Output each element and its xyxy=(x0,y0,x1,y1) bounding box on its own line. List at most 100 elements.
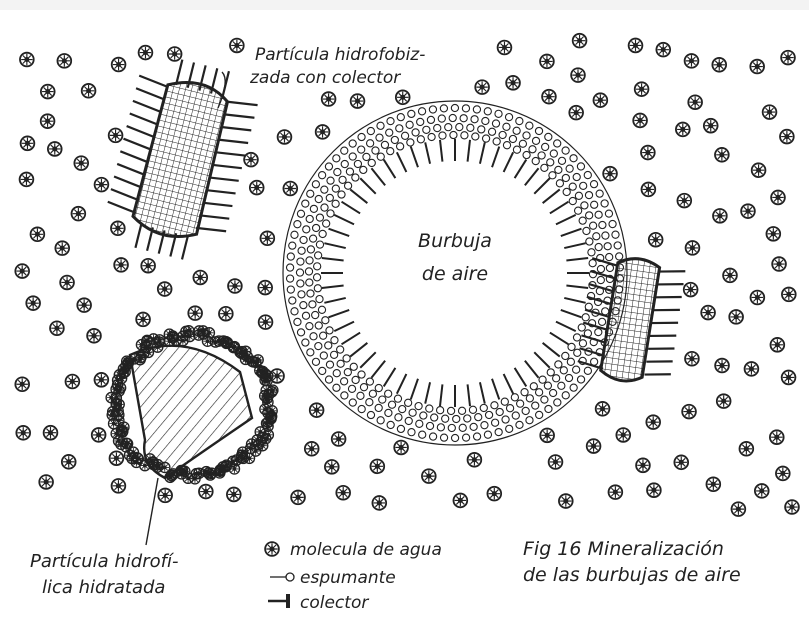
legend-frother: espumante xyxy=(300,568,396,588)
frother-molecule xyxy=(319,367,326,374)
water-molecule-icon xyxy=(278,130,292,144)
frother-molecule xyxy=(567,358,574,365)
water-molecule-icon xyxy=(540,55,554,69)
frother-molecule xyxy=(541,164,548,171)
water-molecule-icon xyxy=(771,338,785,352)
frother-molecule xyxy=(577,376,584,383)
frother-molecule xyxy=(419,431,426,438)
frother-molecule xyxy=(300,236,307,243)
water-molecule-icon xyxy=(332,432,346,446)
frother-molecule xyxy=(539,376,546,383)
water-molecule-icon xyxy=(646,415,660,429)
water-molecule-icon xyxy=(16,426,30,440)
collector-tail xyxy=(329,229,350,236)
water-molecule-icon xyxy=(199,485,213,499)
water-molecule-icon xyxy=(31,227,45,241)
frother-molecule xyxy=(609,220,616,227)
frother-molecule xyxy=(584,367,591,374)
water-molecule-icon xyxy=(642,183,656,197)
frother-molecule xyxy=(360,384,367,391)
frother-molecule xyxy=(316,214,323,221)
hydrophilic-particle-body xyxy=(130,346,252,478)
collector-tail xyxy=(525,168,539,185)
water-molecule-icon xyxy=(715,359,729,373)
label-hydrophobic-line1: Partícula hidrofobiz- xyxy=(255,45,425,65)
collector-tail xyxy=(440,384,442,406)
water-molecule-icon xyxy=(732,502,746,516)
frother-molecule xyxy=(473,433,480,440)
collector-tail xyxy=(384,160,396,179)
frother-molecule xyxy=(505,114,512,121)
water-molecule-icon xyxy=(188,306,202,320)
frother-molecule xyxy=(306,215,313,222)
collector-tail xyxy=(342,333,361,345)
frother-molecule xyxy=(529,146,536,153)
collector-tail xyxy=(480,142,485,163)
water-molecule-icon xyxy=(193,271,207,285)
frother-molecule xyxy=(448,424,455,431)
frother-molecule xyxy=(358,371,365,378)
frother-molecule xyxy=(349,140,356,147)
water-molecule-icon xyxy=(228,279,242,293)
frother-molecule xyxy=(309,301,316,308)
water-molecule-icon xyxy=(87,329,101,343)
collector-tail xyxy=(116,164,146,175)
collector-tail xyxy=(228,98,258,109)
collector-tail xyxy=(397,374,407,394)
frother-molecule xyxy=(460,115,467,122)
frother-molecule xyxy=(459,424,466,431)
frother-molecule xyxy=(574,349,581,356)
frother-molecule xyxy=(306,257,313,264)
frother-molecule xyxy=(315,252,322,259)
frother-molecule xyxy=(509,135,516,142)
collector-tail xyxy=(556,215,576,225)
frother-molecule xyxy=(597,276,604,283)
frother-molecule xyxy=(377,122,384,129)
frother-molecule xyxy=(562,392,569,399)
frother-molecule xyxy=(391,136,398,143)
water-molecule-icon xyxy=(649,233,663,247)
water-molecule-icon xyxy=(609,485,623,499)
water-molecule-icon xyxy=(154,335,164,345)
frother-molecule xyxy=(573,334,580,341)
water-molecule-icon xyxy=(701,306,715,320)
frother-molecule xyxy=(341,392,348,399)
frother-molecule xyxy=(511,394,518,401)
frother-molecule xyxy=(367,411,374,418)
frother-molecule xyxy=(338,191,345,198)
water-molecule-icon xyxy=(260,231,274,245)
legend: molecula de agua espumante colector xyxy=(265,540,442,613)
frother-molecule xyxy=(307,290,314,297)
frother-molecule xyxy=(358,405,365,412)
frother-molecule xyxy=(589,260,596,267)
water-molecule-icon xyxy=(316,125,330,139)
frother-molecule xyxy=(484,431,491,438)
frother-molecule xyxy=(588,249,595,256)
water-molecule-icon xyxy=(704,119,718,133)
frother-molecule xyxy=(294,221,301,228)
water-molecule-icon xyxy=(291,491,305,505)
frother-molecule xyxy=(298,247,305,254)
frother-molecule xyxy=(399,406,406,413)
frother-molecule xyxy=(461,132,468,139)
frother-molecule xyxy=(595,211,602,218)
water-molecule-icon xyxy=(110,451,124,465)
water-molecule-icon xyxy=(755,484,769,498)
frother-molecule xyxy=(397,425,404,432)
collector-tail xyxy=(556,322,576,332)
collector-tail xyxy=(566,258,588,260)
frother-molecule xyxy=(606,264,613,271)
collector-tail xyxy=(322,286,344,288)
water-molecule-icon xyxy=(571,68,585,82)
frother-molecule xyxy=(604,243,611,250)
frother-molecule xyxy=(348,385,355,392)
frother-molecule xyxy=(305,268,312,275)
frother-molecule xyxy=(573,173,580,180)
frother-molecule xyxy=(343,355,350,362)
frother-molecule xyxy=(542,143,549,150)
water-molecule-icon xyxy=(111,221,125,235)
frother-molecule xyxy=(333,384,340,391)
water-molecule-icon xyxy=(616,428,630,442)
frother-molecule xyxy=(426,422,433,429)
water-molecule-icon xyxy=(39,475,53,489)
